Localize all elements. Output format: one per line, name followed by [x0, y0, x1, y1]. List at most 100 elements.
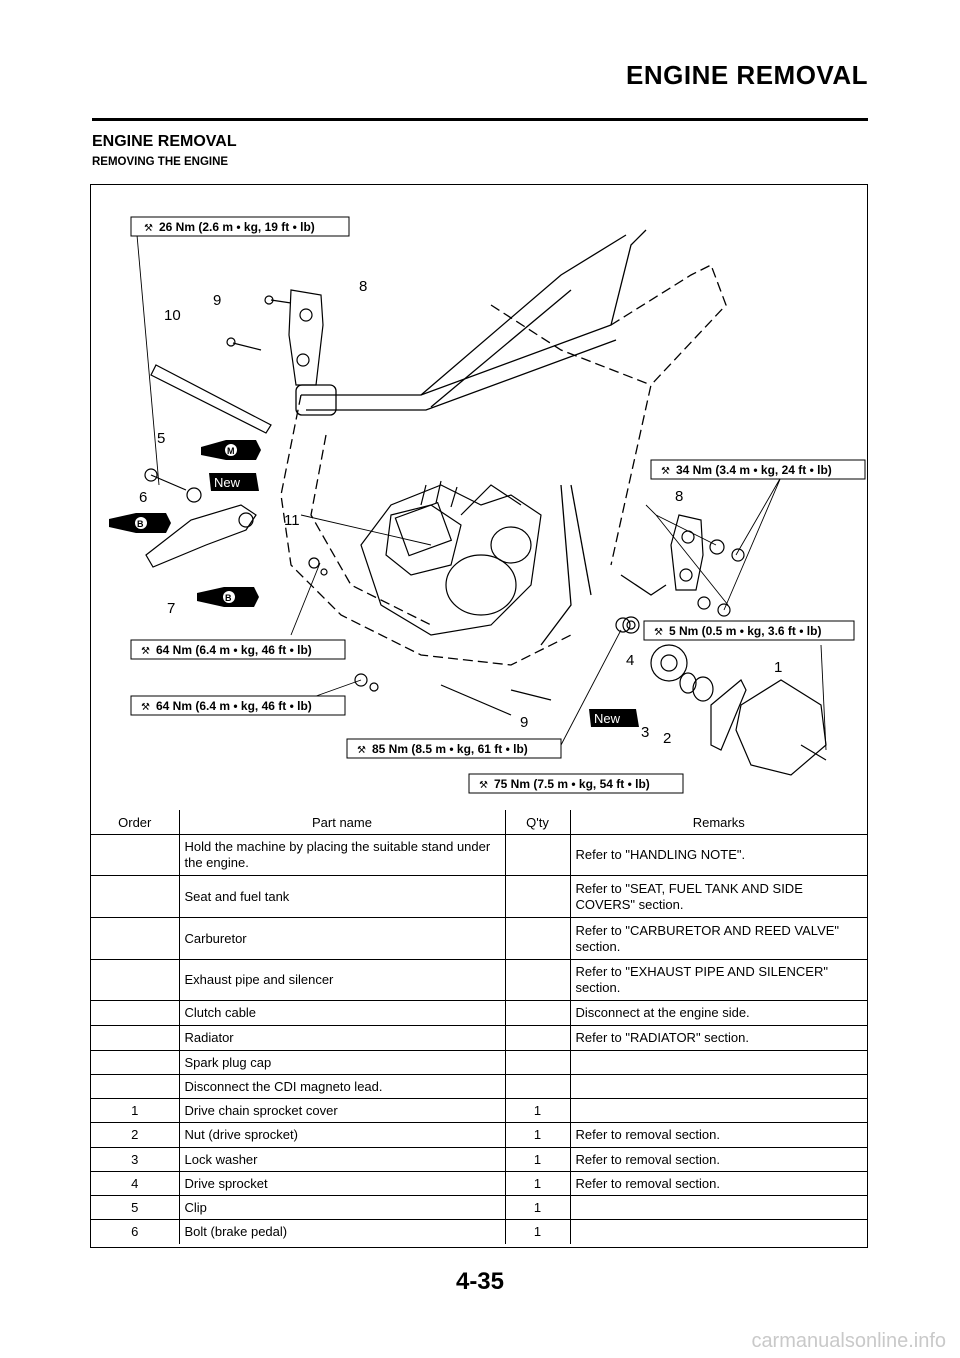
torque-85: ⚒ 85 Nm (8.5 m • kg, 61 ft • lb): [346, 738, 562, 759]
parts-table: Order Part name Q'ty Remarks Hold the ma…: [91, 810, 867, 1244]
through-bolt: [150, 295, 292, 434]
cell-qty: [504, 1050, 570, 1075]
table-row: Disconnect the CDI magneto lead.: [91, 1074, 867, 1099]
table-row: Hold the machine by placing the suitable…: [91, 834, 867, 876]
svg-text:B: B: [137, 519, 144, 529]
header-rule: [92, 118, 868, 121]
leader-lines: [136, 234, 827, 751]
wrench-icon: ⚒: [661, 466, 670, 477]
cell-qty: 1: [504, 1195, 570, 1220]
callout-10: 10: [164, 307, 181, 324]
cell-order: [91, 875, 179, 918]
torque-34: ⚒ 34 Nm (3.4 m • kg, 24 ft • lb): [650, 459, 866, 480]
callout-2: 2: [663, 730, 671, 747]
wrench-icon: ⚒: [141, 702, 150, 713]
torque-64a: ⚒ 64 Nm (6.4 m • kg, 46 ft • lb): [130, 639, 346, 660]
wrench-icon: ⚒: [144, 223, 153, 234]
lube-b-symbol-2: B: [197, 587, 259, 607]
col-qty-header: Q'ty: [504, 810, 570, 835]
cell-qty: 1: [504, 1147, 570, 1172]
new-badge-pedal: New: [209, 473, 259, 491]
cell-remarks: [569, 1219, 867, 1244]
col-remarks-header: Remarks: [569, 810, 867, 835]
section-title: ENGINE REMOVAL: [92, 133, 237, 150]
col-part-header: Part name: [178, 810, 505, 835]
engine-drawing: [360, 480, 542, 636]
callout-4: 4: [626, 652, 634, 669]
watermark: carmanualsonline.info: [751, 1330, 946, 1352]
cell-order: 1: [91, 1098, 179, 1123]
cell-remarks: Refer to "RADIATOR" section.: [569, 1025, 867, 1051]
cell-remarks: Refer to removal section.: [569, 1147, 867, 1172]
svg-text:75 Nm (7.5 m • kg, 54 ft • lb): 75 Nm (7.5 m • kg, 54 ft • lb): [494, 777, 650, 791]
wrench-icon: ⚒: [479, 780, 488, 791]
cell-part: Lock washer: [178, 1147, 505, 1172]
table-row: Carburetor Refer to "CARBURETOR AND REED…: [91, 917, 867, 960]
cell-part: Bolt (brake pedal): [178, 1219, 505, 1244]
cell-qty: [504, 917, 570, 960]
cell-order: 2: [91, 1122, 179, 1148]
lube-m-symbol: M: [201, 440, 261, 460]
table-row: 2 Nut (drive sprocket) 1 Refer to remova…: [91, 1122, 867, 1148]
cell-part: Drive sprocket: [178, 1171, 505, 1196]
table-row: 5 Clip 1: [91, 1195, 867, 1220]
table-row: Clutch cable Disconnect at the engine si…: [91, 1000, 867, 1026]
table-row: Spark plug cap: [91, 1050, 867, 1075]
wrench-icon: ⚒: [654, 627, 663, 638]
cell-order: [91, 1074, 179, 1099]
cell-order: 6: [91, 1219, 179, 1244]
callout-7: 7: [167, 600, 175, 617]
cell-part: Seat and fuel tank: [178, 875, 505, 918]
cell-remarks: [569, 1050, 867, 1075]
svg-text:B: B: [225, 593, 232, 603]
cell-order: [91, 1050, 179, 1075]
torque-64b: ⚒ 64 Nm (6.4 m • kg, 46 ft • lb): [130, 695, 346, 716]
callout-8a: 8: [359, 278, 367, 295]
cell-part: Clutch cable: [178, 1000, 505, 1026]
svg-text:26 Nm (2.6 m • kg, 19 ft • lb): 26 Nm (2.6 m • kg, 19 ft • lb): [159, 220, 315, 234]
callout-11: 11: [284, 512, 300, 529]
cell-qty: 1: [504, 1122, 570, 1148]
callout-9a: 9: [213, 292, 221, 309]
svg-text:New: New: [214, 475, 241, 490]
cell-qty: [504, 1000, 570, 1026]
callout-numbers: 1 2 3 4 5 6 7 8 8 9 9 10 11: [139, 278, 782, 747]
cell-remarks: Refer to "CARBURETOR AND REED VALVE" sec…: [569, 917, 867, 960]
torque-5: ⚒ 5 Nm (0.5 m • kg, 3.6 ft • lb): [643, 620, 855, 641]
cell-part: Radiator: [178, 1025, 505, 1051]
torque-26: ⚒ 26 Nm (2.6 m • kg, 19 ft • lb): [130, 216, 350, 237]
cell-part: Exhaust pipe and silencer: [178, 959, 505, 1001]
cell-order: [91, 917, 179, 960]
cell-part: Drive chain sprocket cover: [178, 1098, 505, 1123]
cell-qty: 1: [504, 1098, 570, 1123]
callout-8b: 8: [675, 488, 683, 505]
callout-5: 5: [157, 430, 165, 447]
cell-order: [91, 959, 179, 1001]
cell-qty: 1: [504, 1171, 570, 1196]
cell-order: [91, 834, 179, 876]
engine-diagram: ⚒ 26 Nm (2.6 m • kg, 19 ft • lb) ⚒ 34 Nm…: [109, 216, 866, 794]
subsection-title: REMOVING THE ENGINE: [92, 156, 229, 168]
new-badge-sprocket: New: [589, 709, 639, 727]
cell-remarks: [569, 1195, 867, 1220]
cell-qty: [504, 875, 570, 918]
cell-remarks: [569, 1098, 867, 1123]
wrench-icon: ⚒: [357, 745, 366, 756]
cell-remarks: [569, 1074, 867, 1099]
cell-qty: 1: [504, 1219, 570, 1244]
cell-part: Nut (drive sprocket): [178, 1122, 505, 1148]
svg-text:5 Nm (0.5 m • kg, 3.6 ft • lb): 5 Nm (0.5 m • kg, 3.6 ft • lb): [669, 624, 821, 638]
cell-part: Hold the machine by placing the suitable…: [178, 834, 505, 876]
cell-order: [91, 1000, 179, 1026]
table-row: Exhaust pipe and silencer Refer to "EXHA…: [91, 959, 867, 1001]
cell-remarks: Refer to "SEAT, FUEL TANK AND SIDE COVER…: [569, 875, 867, 918]
brake-pedal: [144, 468, 257, 568]
cell-remarks: Refer to "EXHAUST PIPE AND SILENCER" sec…: [569, 959, 867, 1001]
cell-order: 4: [91, 1171, 179, 1196]
header-title: ENGINE REMOVAL: [626, 60, 868, 90]
frame-drawing: [280, 229, 727, 666]
svg-text:64 Nm (6.4 m • kg, 46 ft • lb): 64 Nm (6.4 m • kg, 46 ft • lb): [156, 699, 312, 713]
torque-75: ⚒ 75 Nm (7.5 m • kg, 54 ft • lb): [468, 773, 684, 794]
cell-part: Carburetor: [178, 917, 505, 960]
svg-text:34 Nm (3.4 m • kg, 24 ft • lb): 34 Nm (3.4 m • kg, 24 ft • lb): [676, 463, 832, 477]
